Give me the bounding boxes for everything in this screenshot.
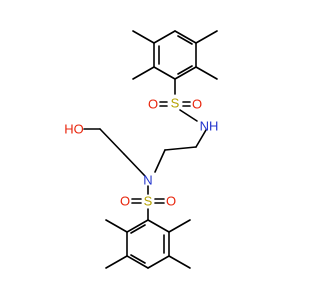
- molecule-diagram: S O O NH N S O O HO: [64, 30, 219, 269]
- nitrogen-atom-central: N: [143, 173, 152, 188]
- top-benzene-ring: [153, 30, 197, 80]
- oxygen-atom-top-left: O: [148, 97, 158, 112]
- bottom-sulfonyl-bonds: [131, 185, 165, 221]
- hydroxyl-label: HO: [64, 122, 84, 137]
- hydroxyethyl-arm: [83, 128, 146, 177]
- sulfur-atom-top: S: [171, 96, 180, 111]
- sulfur-atom-bottom: S: [144, 194, 153, 209]
- structure-drawing: S O O NH N S O O HO: [64, 30, 219, 269]
- nitrogen-hydrogen-label: NH: [200, 119, 219, 134]
- top-ring-methyls: [132, 30, 218, 80]
- top-sulfonyl-bonds: [159, 78, 198, 122]
- ethylene-linker: [154, 129, 207, 173]
- oxygen-atom-bottom-left: O: [120, 194, 130, 209]
- bottom-ring-methyls: [105, 219, 191, 269]
- oxygen-atom-bottom-right: O: [166, 194, 176, 209]
- bottom-benzene-ring: [126, 219, 170, 269]
- oxygen-atom-top-right: O: [192, 97, 202, 112]
